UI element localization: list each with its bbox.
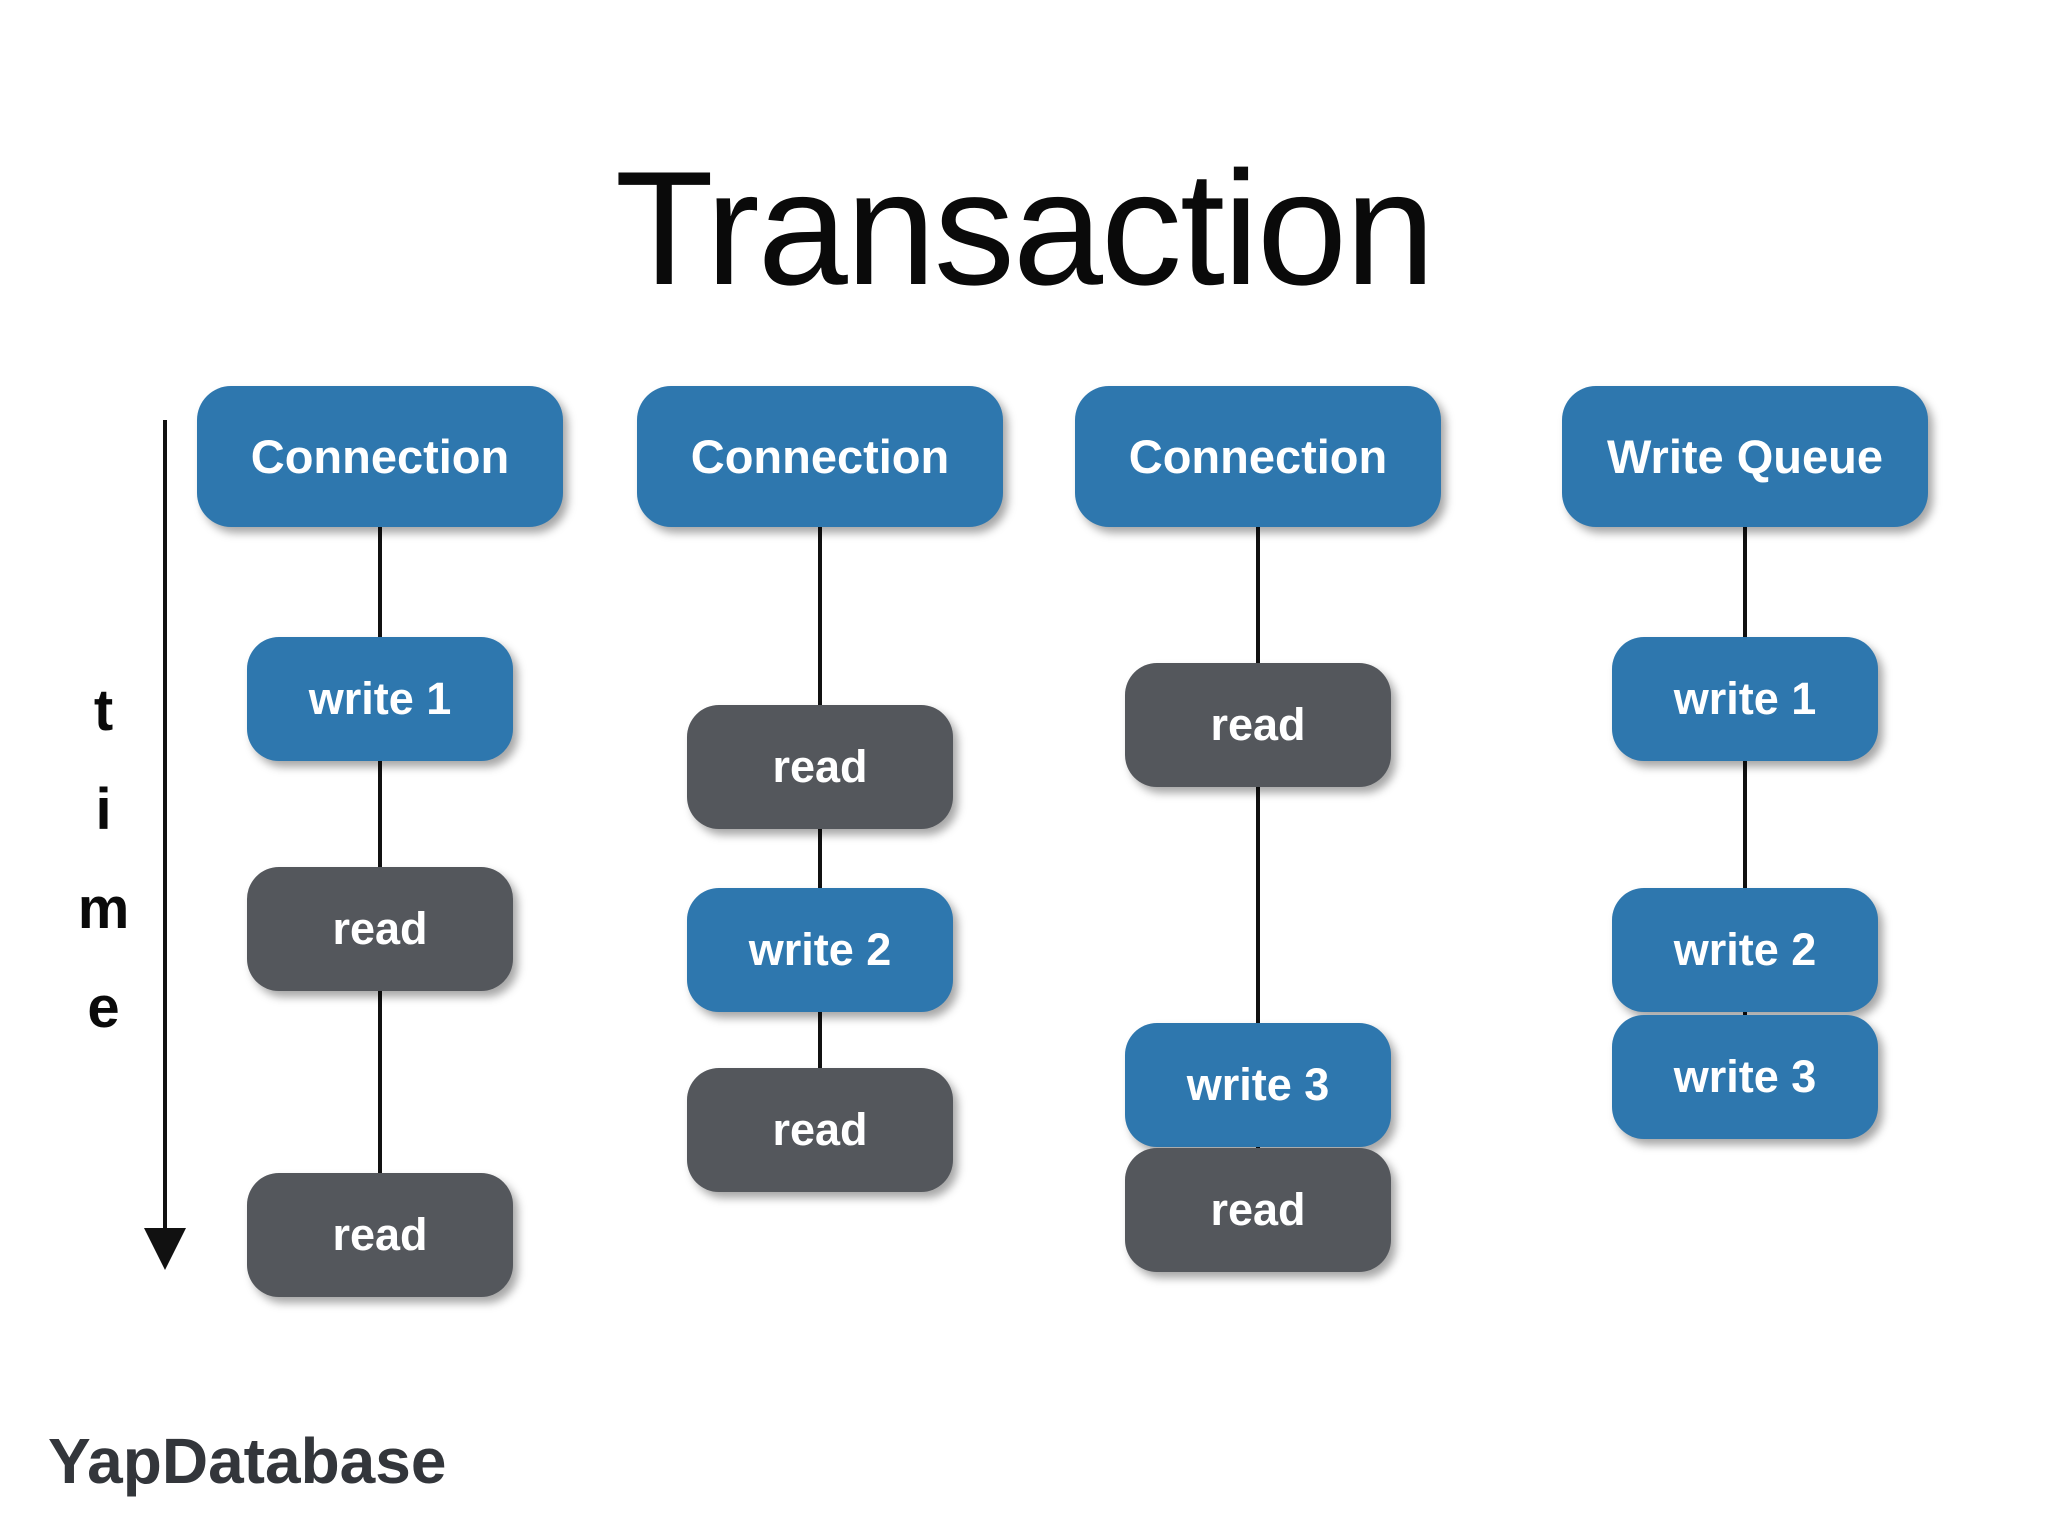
column-3-node-read-1: read bbox=[1125, 663, 1391, 787]
column-4-node-write-3: write 3 bbox=[1612, 1015, 1878, 1139]
column-1-node-read-2: read bbox=[247, 1173, 513, 1297]
brand-label: YapDatabase bbox=[48, 1425, 447, 1497]
column-2-header: Connection bbox=[637, 386, 1003, 527]
slide-title: Transaction bbox=[614, 138, 1435, 319]
column-2-node-read-2: read bbox=[687, 1068, 953, 1192]
column-1-node-read-1: read bbox=[247, 867, 513, 991]
column-4-header: Write Queue bbox=[1562, 386, 1928, 527]
column-4-node-write-1: write 1 bbox=[1612, 637, 1878, 761]
time-axis-label: time bbox=[71, 678, 136, 1074]
column-4-node-write-2: write 2 bbox=[1612, 888, 1878, 1012]
time-arrow-head-icon bbox=[144, 1228, 186, 1270]
time-arrow-line bbox=[163, 420, 167, 1232]
column-2-node-read-1: read bbox=[687, 705, 953, 829]
connector-line-column-3 bbox=[1256, 527, 1260, 1148]
column-3-node-read-2: read bbox=[1125, 1148, 1391, 1272]
connector-line-column-4 bbox=[1743, 527, 1747, 1015]
connector-line-column-1 bbox=[378, 527, 382, 1173]
column-1-node-write-1: write 1 bbox=[247, 637, 513, 761]
column-1-header: Connection bbox=[197, 386, 563, 527]
column-2-node-write-2: write 2 bbox=[687, 888, 953, 1012]
column-3-node-write-3: write 3 bbox=[1125, 1023, 1391, 1147]
column-3-header: Connection bbox=[1075, 386, 1441, 527]
